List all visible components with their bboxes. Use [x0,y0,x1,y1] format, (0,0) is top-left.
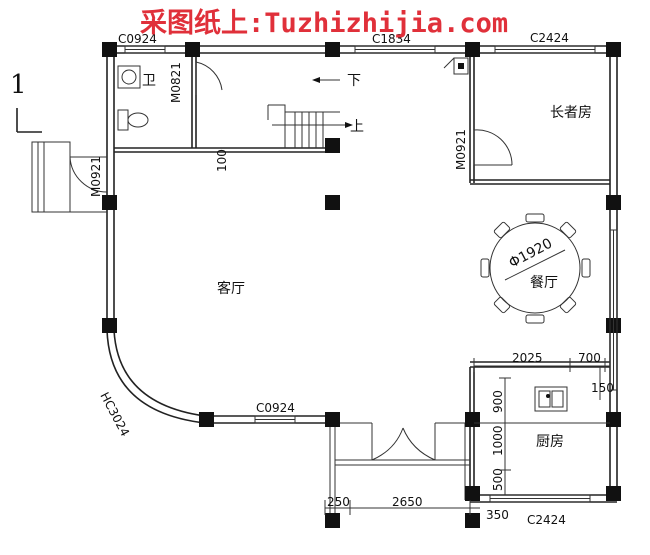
dining-chairs [480,213,591,324]
door-code-entry: M0921 [89,156,103,197]
doors [69,61,513,461]
bathroom-fixtures: 卫 [117,65,156,131]
dim-350: 350 [486,508,509,522]
stair-up-label: 上 [350,119,364,135]
watermark-text: 采图纸上:Tuzhizhijia.com [140,7,508,39]
flue [443,57,469,75]
elder-room-label: 长者房 [550,105,592,121]
dim-250: 250 [327,495,350,509]
window-code-bottom-mid: C0924 [256,401,295,415]
bay-window-code: HC3024 [97,390,132,439]
stair-down-label: 下 [347,73,361,89]
dining-table: Φ1920 [480,213,591,324]
section-marker: 1 [10,70,42,133]
window-code-top-mid: C1834 [372,32,411,46]
bathroom-label: 卫 [142,73,156,89]
dim-700: 700 [578,351,601,365]
dim-100: 100 [215,149,229,172]
door-code-bath: M0821 [169,62,183,103]
table-diameter-label: Φ1920 [506,236,555,272]
door-code-elder: M0921 [454,129,468,170]
dim-150: 150 [591,381,614,395]
dim-2025: 2025 [512,351,543,365]
staircase: 下 上 [267,73,364,148]
dim-1000: 1000 [491,425,505,456]
living-room-label: 客厅 [217,280,245,297]
dim-500: 500 [491,468,505,491]
kitchen-sink [474,386,610,424]
entry-steps [31,141,107,213]
windows [124,45,618,503]
window-code-top-right: C2424 [530,31,569,45]
dim-900: 900 [491,390,505,413]
dimension-lines [324,358,610,515]
dim-2650: 2650 [392,495,423,509]
dining-room-label: 餐厅 [530,275,558,291]
structural-columns [102,42,621,528]
section-mark-label: 1 [10,70,27,100]
window-code-top-left: C0924 [118,32,157,46]
window-code-bottom-right: C2424 [527,513,566,527]
kitchen-label: 厨房 [536,434,564,450]
